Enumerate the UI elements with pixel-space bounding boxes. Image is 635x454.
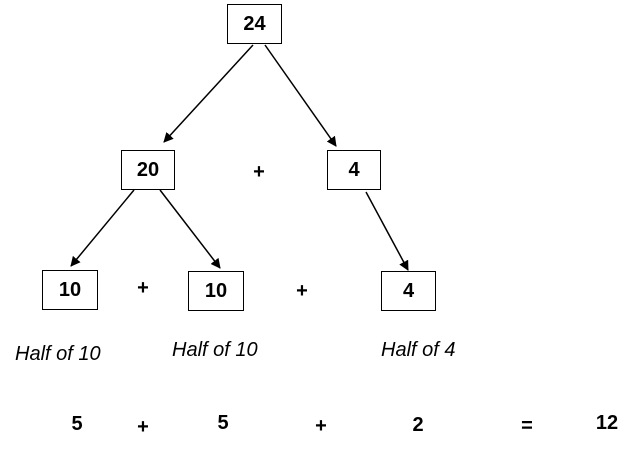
sum-term-5-right: 5 [217,412,229,434]
node-10-left: 10 [42,270,98,310]
note-half-of-4: Half of 4 [381,339,456,361]
arrow-24-to-4 [264,44,337,147]
note-half-of-10-left: Half of 10 [15,343,101,365]
arrow-20-to-10-left [70,189,135,267]
arrow-4-to-4 [365,191,409,271]
sum-term-2: 2 [412,414,424,436]
node-20: 20 [121,150,175,190]
plus-sign-level1: + [253,161,265,183]
node-4-upper: 4 [327,150,381,190]
sum-equals-sign: = [521,415,533,437]
root-node: 24 [227,4,282,44]
sum-result: 12 [595,412,619,434]
arrow-20-to-10-right [159,189,221,269]
sum-plus-2: + [315,415,327,437]
sum-plus-1: + [137,416,149,438]
sum-term-5-left: 5 [71,413,83,435]
node-4-lower: 4 [381,271,436,311]
arrow-24-to-20 [163,44,254,143]
note-half-of-10-right: Half of 10 [172,339,258,361]
plus-sign-level2-left: + [137,277,149,299]
node-10-right: 10 [188,271,244,311]
plus-sign-level2-right: + [296,280,308,302]
